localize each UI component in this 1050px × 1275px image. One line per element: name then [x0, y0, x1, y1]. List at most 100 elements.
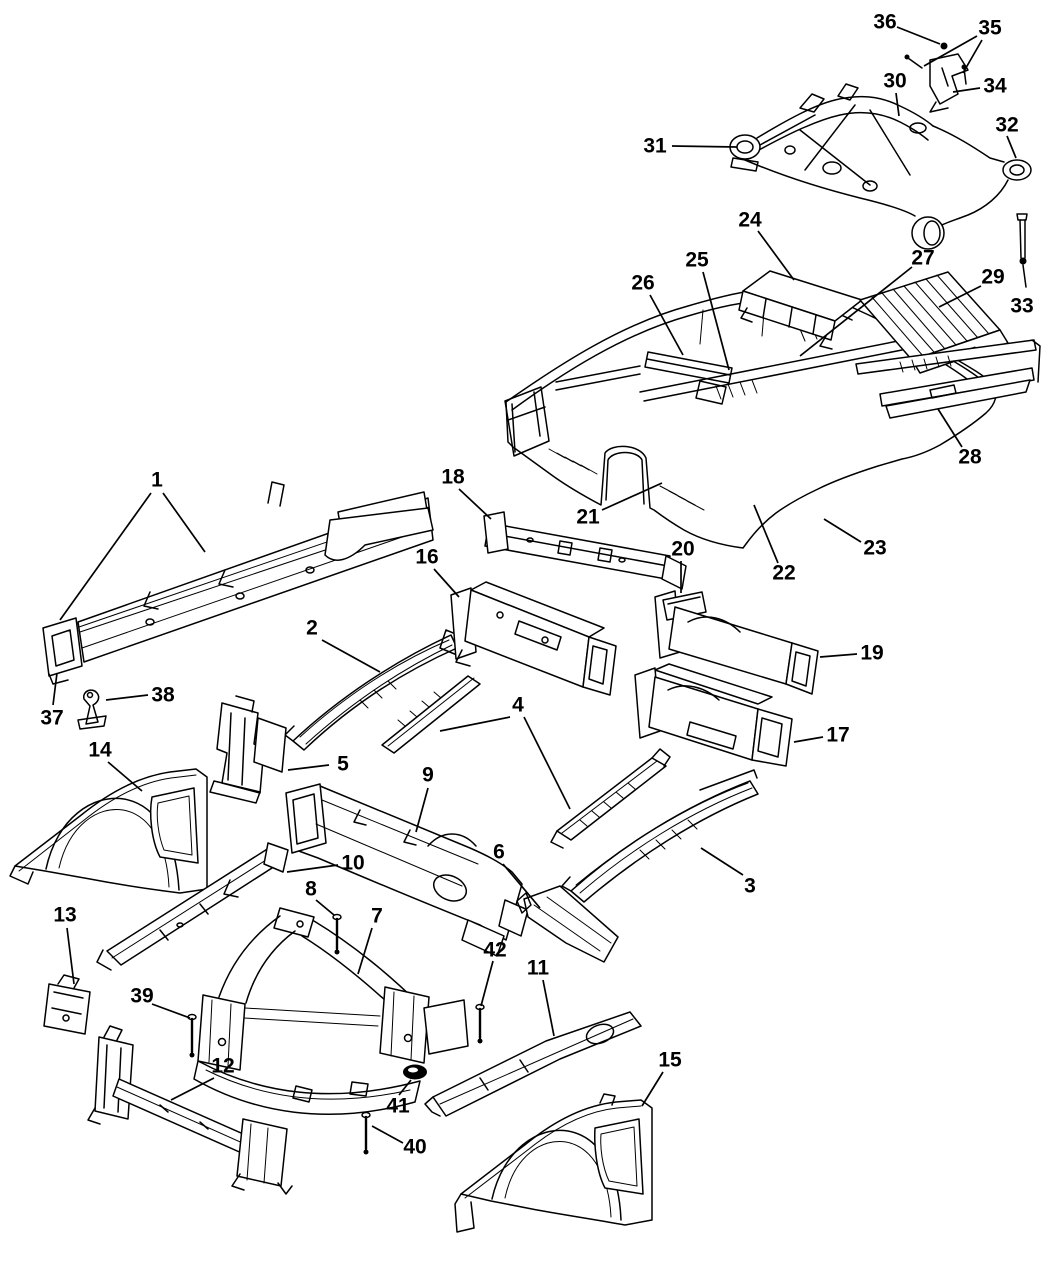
callout-label-16: 16 — [415, 546, 438, 569]
callout-30: 30 — [883, 70, 907, 117]
leader-line-4 — [439, 716, 511, 732]
leader-line-14 — [107, 761, 143, 792]
callout-38: 38 — [105, 684, 175, 707]
leader-line-22 — [753, 504, 779, 564]
part-1-front-rail-upper — [77, 481, 434, 663]
part-8-bolt — [332, 913, 342, 955]
callout-37: 37 — [40, 672, 64, 730]
part-11-rail — [424, 1011, 642, 1117]
callout-label-26: 26 — [631, 272, 654, 295]
part-2-sill-panel — [284, 629, 464, 751]
callout-11: 11 — [527, 957, 555, 1037]
callout-3: 3 — [700, 847, 756, 898]
callout-39: 39 — [130, 985, 191, 1019]
callout-label-42: 42 — [483, 939, 506, 962]
leader-line-19 — [819, 653, 858, 658]
callout-8: 8 — [305, 878, 335, 916]
parts-linework — [9, 42, 1041, 1233]
leader-line-7 — [357, 927, 373, 975]
part-34-bracket — [929, 53, 969, 113]
callout-34: 34 — [952, 75, 1007, 98]
callout-label-6: 6 — [493, 841, 505, 864]
callout-label-33: 33 — [1010, 295, 1033, 318]
callout-label-13: 13 — [53, 904, 76, 927]
part-13-mount-bracket — [43, 974, 91, 1035]
callout-1: 1 — [59, 469, 206, 621]
callout-label-2: 2 — [306, 617, 318, 640]
callout-label-39: 39 — [130, 985, 153, 1008]
part-21-27-floor-pan-assembly — [504, 289, 997, 549]
callout-7: 7 — [357, 905, 383, 975]
callout-label-7: 7 — [371, 905, 383, 928]
callout-9: 9 — [415, 764, 434, 833]
leader-line-9 — [415, 787, 429, 833]
part-28-rear-rail — [855, 339, 1041, 419]
part-39-bolt — [187, 1013, 197, 1058]
part-33-bolt — [1016, 213, 1028, 288]
callout-5: 5 — [287, 753, 349, 776]
leader-line-25 — [702, 271, 730, 371]
callout-17: 17 — [793, 724, 850, 747]
callout-layer: 1234567891011121314151617181920212223242… — [40, 11, 1033, 1159]
callout-25: 25 — [685, 249, 730, 371]
part-4-rail-extension — [381, 675, 671, 849]
callout-label-8: 8 — [305, 878, 317, 901]
callout-label-17: 17 — [826, 724, 849, 747]
leader-line-12 — [170, 1077, 215, 1101]
part-16-crossmember — [450, 581, 617, 696]
callout-label-36: 36 — [873, 11, 896, 34]
callout-label-10: 10 — [341, 852, 364, 875]
leader-line-17 — [793, 736, 824, 743]
part-18-crossmember — [483, 511, 687, 590]
callout-label-40: 40 — [403, 1136, 426, 1159]
leader-line-5 — [287, 764, 330, 771]
callout-label-4: 4 — [512, 694, 524, 717]
callout-16: 16 — [415, 546, 460, 598]
callout-13: 13 — [53, 904, 77, 985]
callout-12: 12 — [170, 1055, 235, 1101]
part-12-crossmember — [87, 1025, 293, 1195]
leader-line-30 — [895, 92, 900, 117]
callout-33: 33 — [1010, 295, 1033, 318]
part-38-hook-bracket — [77, 689, 107, 730]
callout-label-38: 38 — [151, 684, 175, 707]
callout-label-22: 22 — [772, 562, 795, 585]
callout-label-5: 5 — [337, 753, 349, 776]
callout-label-35: 35 — [978, 17, 1002, 40]
part-17-crossmember — [634, 663, 793, 767]
part-19-crossmember — [654, 590, 819, 695]
leader-line-23 — [823, 518, 862, 543]
part-15-wheelhouse-panel — [454, 1093, 653, 1233]
callout-19: 19 — [819, 642, 884, 665]
callout-18: 18 — [441, 466, 492, 520]
part-14-wheelhouse-panel — [9, 768, 208, 894]
part-10-rail — [96, 842, 289, 971]
part-42-bolt — [475, 1003, 485, 1044]
leader-line-34 — [952, 87, 981, 93]
callout-label-20: 20 — [671, 538, 694, 561]
callout-label-29: 29 — [981, 266, 1004, 289]
callout-40: 40 — [371, 1125, 427, 1159]
part-30-rear-suspension-crossmember — [729, 83, 1032, 250]
callout-27: 27 — [799, 247, 935, 357]
part-9-front-rail — [285, 783, 529, 957]
callout-35: 35 — [923, 17, 1002, 74]
callout-label-12: 12 — [211, 1055, 234, 1078]
leader-line-41 — [398, 1079, 412, 1096]
callout-label-1: 1 — [151, 469, 163, 492]
callout-32: 32 — [995, 114, 1019, 159]
leader-line-26 — [649, 294, 684, 356]
callout-label-23: 23 — [863, 537, 886, 560]
leader-line-24 — [757, 230, 795, 281]
callout-label-14: 14 — [88, 739, 112, 762]
leader-line-13 — [66, 927, 75, 985]
callout-label-3: 3 — [744, 875, 756, 898]
leader-line-1 — [162, 492, 206, 553]
callout-36: 36 — [873, 11, 941, 45]
callout-20: 20 — [671, 538, 695, 593]
callout-label-31: 31 — [643, 135, 667, 158]
callout-label-34: 34 — [983, 75, 1007, 98]
leader-line-4 — [523, 716, 571, 810]
callout-42: 42 — [480, 939, 507, 1007]
